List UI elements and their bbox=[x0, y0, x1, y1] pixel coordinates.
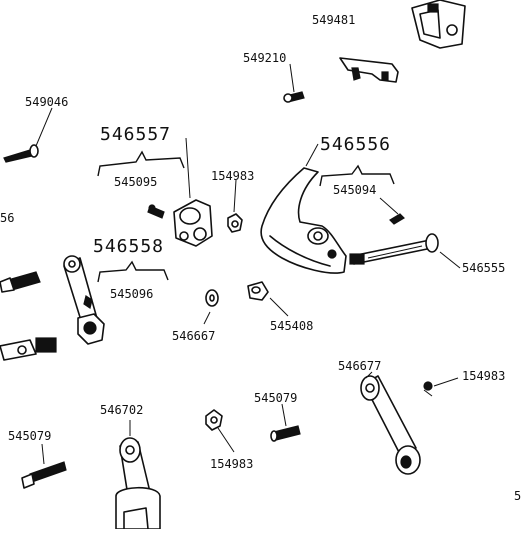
part-546555-shaft bbox=[349, 233, 439, 265]
label-154983-bottom: 154983 bbox=[210, 457, 253, 471]
brace-545095 bbox=[97, 150, 185, 177]
part-545079-screw-left bbox=[21, 461, 67, 489]
part-549481-clip bbox=[339, 57, 399, 83]
brace-545096 bbox=[97, 260, 169, 283]
label-546555: 546555 bbox=[462, 261, 505, 275]
part-549210-screw bbox=[283, 91, 305, 103]
label-545079-left: 545079 bbox=[8, 429, 51, 443]
label-545408: 545408 bbox=[270, 319, 313, 333]
part-545408-bushing bbox=[247, 281, 269, 301]
label-546556: 546556 bbox=[320, 134, 391, 155]
label-549210: 549210 bbox=[243, 51, 286, 65]
part-546557-clamp bbox=[173, 199, 213, 247]
brace-545094 bbox=[319, 164, 395, 187]
label-edge-bottom-right: 5 bbox=[514, 489, 521, 503]
label-edge-left: 56 bbox=[0, 211, 14, 225]
label-545094: 545094 bbox=[333, 183, 376, 197]
label-549481: 549481 bbox=[312, 13, 355, 27]
label-546558: 546558 bbox=[93, 236, 164, 257]
part-545096-screw bbox=[83, 295, 93, 309]
label-545096: 545096 bbox=[110, 287, 153, 301]
label-545079-mid: 545079 bbox=[254, 391, 297, 405]
part-154983-nut-bottom bbox=[205, 409, 223, 431]
part-546677-crank bbox=[360, 375, 421, 475]
label-546677: 546677 bbox=[338, 359, 381, 373]
label-545095: 545095 bbox=[114, 175, 157, 189]
label-546667: 546667 bbox=[172, 329, 215, 343]
label-549046: 549046 bbox=[25, 95, 68, 109]
part-546667-washer bbox=[205, 289, 219, 307]
part-545095-screw bbox=[147, 204, 165, 219]
label-546557: 546557 bbox=[100, 124, 171, 145]
part-154983-screw-right bbox=[423, 381, 433, 397]
label-154983-top: 154983 bbox=[211, 169, 254, 183]
part-549046-screw bbox=[3, 144, 39, 163]
part-546558-arm bbox=[63, 255, 105, 345]
label-154983-right: 154983 bbox=[462, 369, 505, 383]
leader-lines bbox=[35, 63, 461, 465]
part-154983-nut-top bbox=[227, 213, 243, 233]
part-546556-lever bbox=[260, 167, 347, 274]
part-bracket-top-right bbox=[411, 0, 466, 49]
part-546702-rod bbox=[115, 437, 161, 530]
part-545094-screw bbox=[389, 213, 405, 225]
part-left-screw-lower bbox=[0, 337, 57, 361]
part-left-screw-upper bbox=[0, 271, 41, 293]
part-545079-screw-mid bbox=[270, 425, 301, 442]
label-546702: 546702 bbox=[100, 403, 143, 417]
